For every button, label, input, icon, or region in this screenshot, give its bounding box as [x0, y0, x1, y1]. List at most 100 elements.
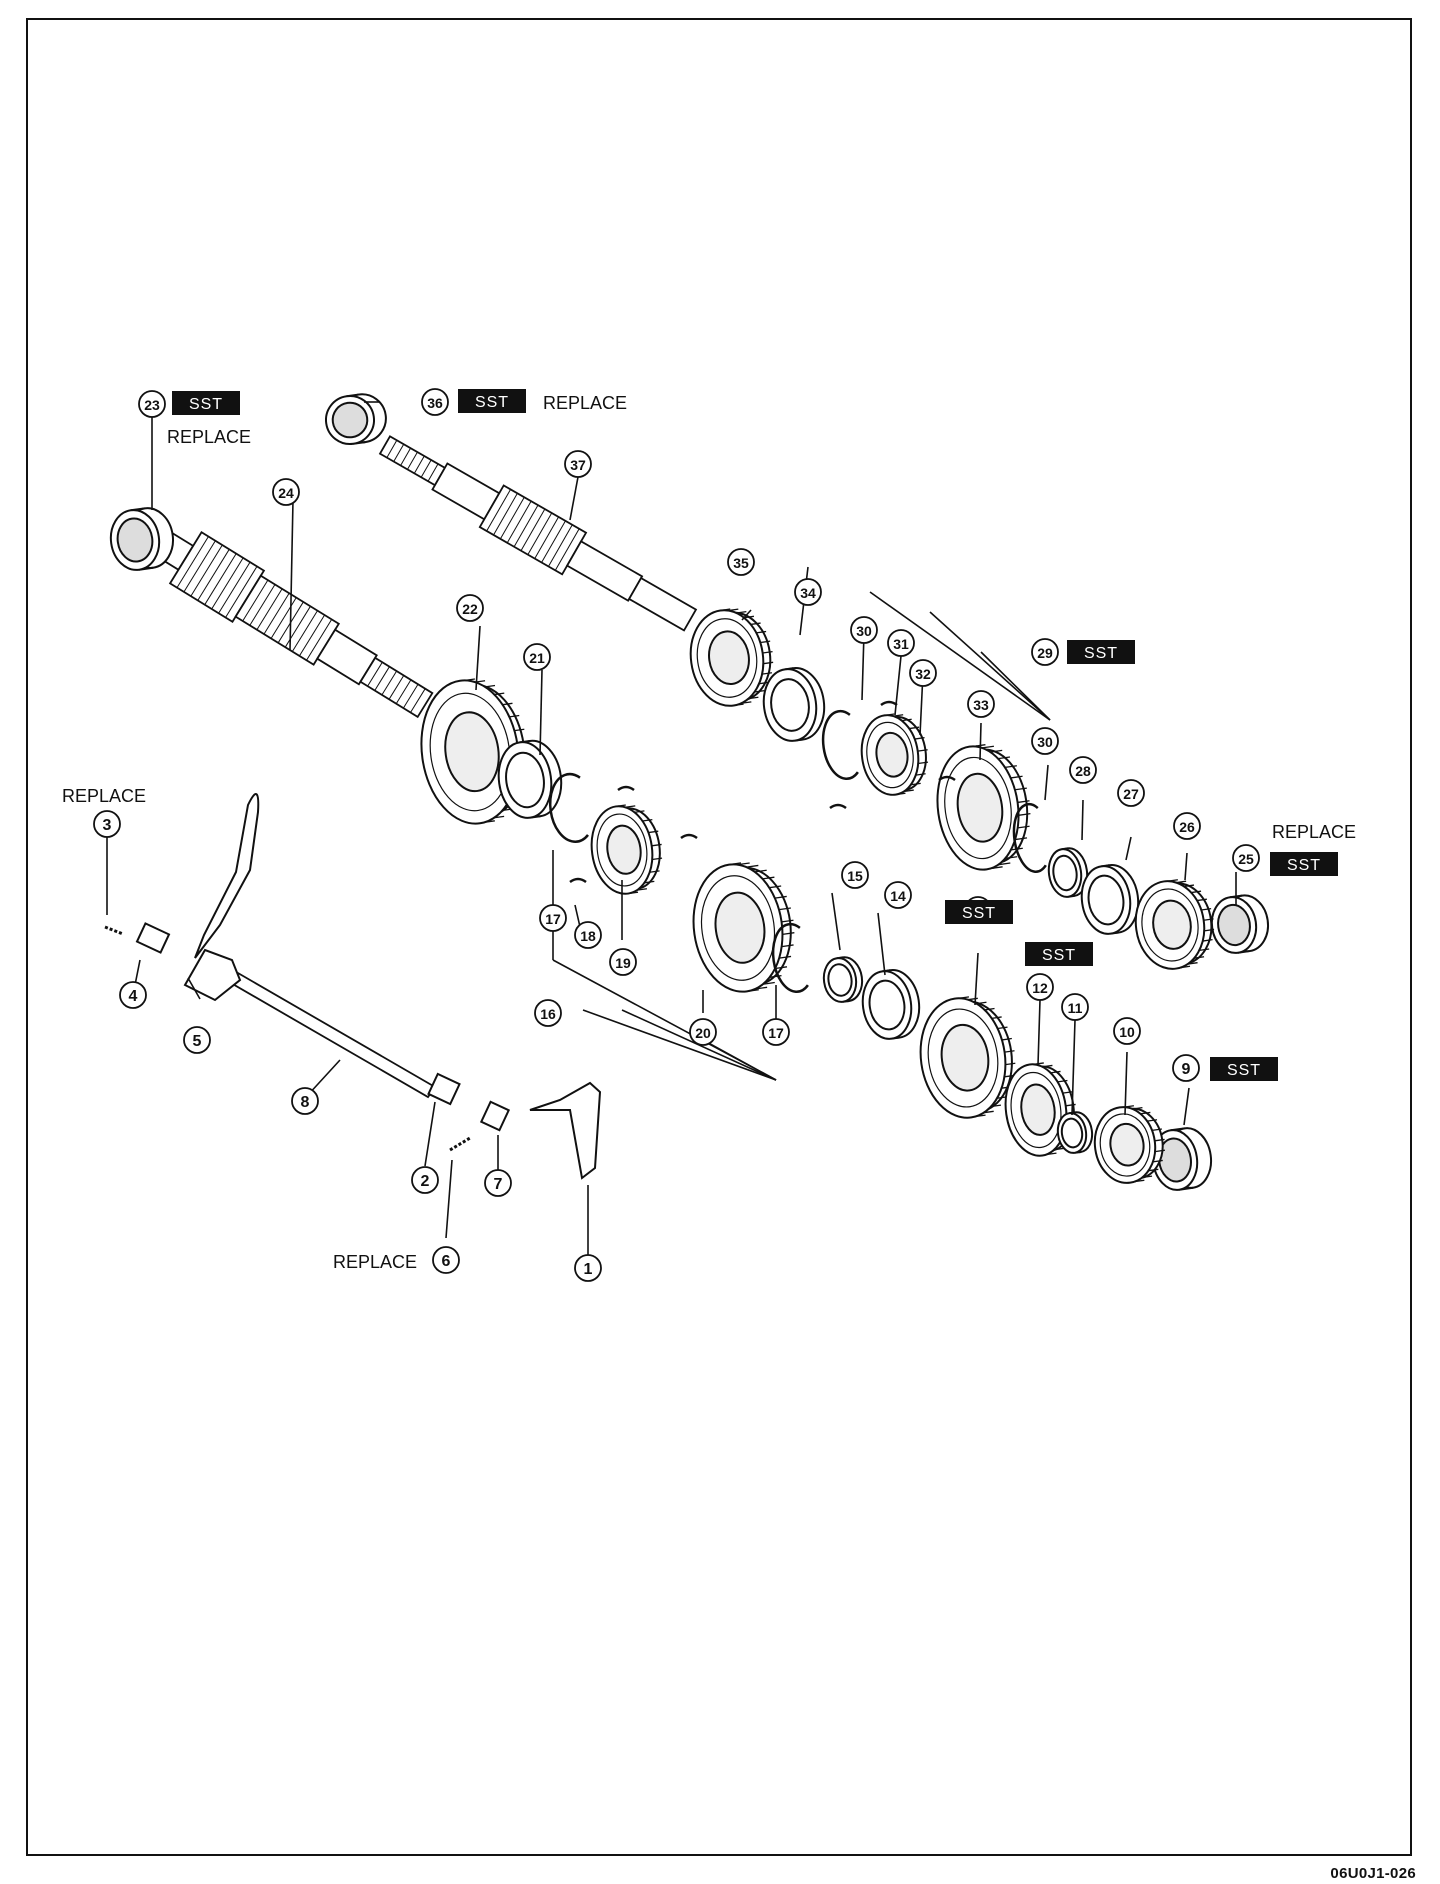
svg-text:6: 6 [442, 1253, 451, 1270]
hub-32 [860, 713, 929, 796]
callout-16: 16 [534, 999, 562, 1027]
ring-27 [1080, 864, 1140, 935]
svg-text:30: 30 [1037, 734, 1053, 750]
svg-text:SST: SST [1042, 947, 1076, 964]
sleeve-33 [936, 744, 1031, 871]
key-c [880, 700, 898, 707]
svg-text:33: 33 [973, 697, 989, 713]
key-d [938, 775, 956, 782]
callout-21: 21 [523, 643, 551, 671]
replace-note-23: REPLACE [167, 427, 251, 447]
svg-text:28: 28 [1075, 763, 1091, 779]
svg-text:7: 7 [494, 1176, 503, 1193]
replace-note-3: REPLACE [62, 786, 146, 806]
pin-6 [449, 1136, 471, 1152]
svg-text:16: 16 [540, 1006, 556, 1022]
svg-text:37: 37 [570, 457, 586, 473]
svg-text:15: 15 [847, 868, 863, 884]
callout-11: 11 [1061, 993, 1089, 1021]
svg-text:3: 3 [103, 817, 112, 834]
gear-26 [1134, 879, 1215, 970]
callout-22: 22 [456, 594, 484, 622]
svg-text:24: 24 [278, 485, 294, 501]
snap-ring-17a [549, 772, 589, 843]
svg-text:35: 35 [733, 555, 749, 571]
svg-text:2: 2 [421, 1173, 430, 1190]
gear-13 [919, 996, 1016, 1119]
callout-7: 7 [484, 1169, 512, 1197]
svg-text:SST: SST [1287, 857, 1321, 874]
svg-text:19: 19 [615, 955, 631, 971]
gear-10 [1093, 1105, 1165, 1184]
snap-ring-30b [1012, 802, 1047, 873]
svg-text:SST: SST [475, 394, 509, 411]
callout-14: 14 [884, 881, 912, 909]
hub-19 [590, 804, 663, 895]
callout-36: 36 [421, 388, 449, 416]
svg-text:SST: SST [1227, 1062, 1261, 1079]
svg-text:22: 22 [462, 601, 478, 617]
callout-24: 24 [272, 478, 300, 506]
svg-text:34: 34 [800, 585, 816, 601]
svg-text:17: 17 [545, 911, 561, 927]
svg-text:31: 31 [893, 636, 909, 652]
svg-text:1: 1 [584, 1261, 593, 1278]
bearing-36 [325, 393, 387, 445]
sst-badge-29: SST [1067, 640, 1135, 664]
callout-23: 23 [138, 390, 166, 418]
callout-5: 5 [183, 1026, 211, 1054]
callout-18: 18 [574, 921, 602, 949]
callout-9: 9 [1172, 1054, 1200, 1082]
callout-2: 2 [411, 1166, 439, 1194]
ring-21 [497, 739, 563, 819]
svg-text:8: 8 [301, 1094, 310, 1111]
snap-ring-17b [771, 922, 809, 993]
callout-20: 20 [689, 1018, 717, 1046]
key-b [680, 833, 698, 840]
snap-ring-30a [821, 709, 859, 780]
svg-text:25: 25 [1238, 851, 1254, 867]
svg-text:11: 11 [1068, 1000, 1083, 1016]
svg-text:9: 9 [1182, 1061, 1191, 1078]
fork-boss-5 [183, 948, 242, 1002]
callout-30: 30 [1031, 727, 1059, 755]
main-shaft [156, 531, 434, 719]
sst-badge-13: SST [945, 900, 1013, 924]
callout-1: 1 [574, 1254, 602, 1282]
svg-text:23: 23 [144, 397, 160, 413]
callout-37: 37 [564, 450, 592, 478]
svg-text:SST: SST [1084, 645, 1118, 662]
block-2 [427, 1072, 461, 1106]
svg-text:17: 17 [768, 1025, 784, 1041]
sst-badge-25: SST [1270, 852, 1338, 876]
sst-badge-12: SST [1025, 942, 1093, 966]
key-18 [569, 877, 587, 884]
bearing-23 [109, 507, 174, 571]
callout-10: 10 [1113, 1017, 1141, 1045]
replace-note-25: REPLACE [1272, 822, 1356, 842]
gear-35 [689, 608, 774, 707]
ring-34 [762, 667, 826, 742]
key-a [617, 785, 635, 792]
svg-text:14: 14 [890, 888, 906, 904]
callout-32: 32 [909, 659, 937, 687]
callout-6: 6 [432, 1246, 460, 1274]
callout-15: 15 [841, 861, 869, 889]
callout-28: 28 [1069, 756, 1097, 784]
ring-14 [861, 969, 921, 1040]
key-e [829, 803, 847, 810]
shift-fork-5 [194, 793, 260, 959]
svg-text:5: 5 [193, 1033, 202, 1050]
callout-27: 27 [1117, 779, 1145, 807]
replace-note-36: REPLACE [543, 393, 627, 413]
svg-text:30: 30 [856, 623, 872, 639]
callout-35: 35 [727, 548, 755, 576]
svg-text:SST: SST [189, 396, 223, 413]
svg-text:32: 32 [915, 666, 931, 682]
callout-17: 17 [762, 1018, 790, 1046]
ring-15 [822, 956, 864, 1003]
svg-text:21: 21 [529, 650, 545, 666]
block-7 [479, 1100, 511, 1132]
svg-text:36: 36 [427, 395, 443, 411]
